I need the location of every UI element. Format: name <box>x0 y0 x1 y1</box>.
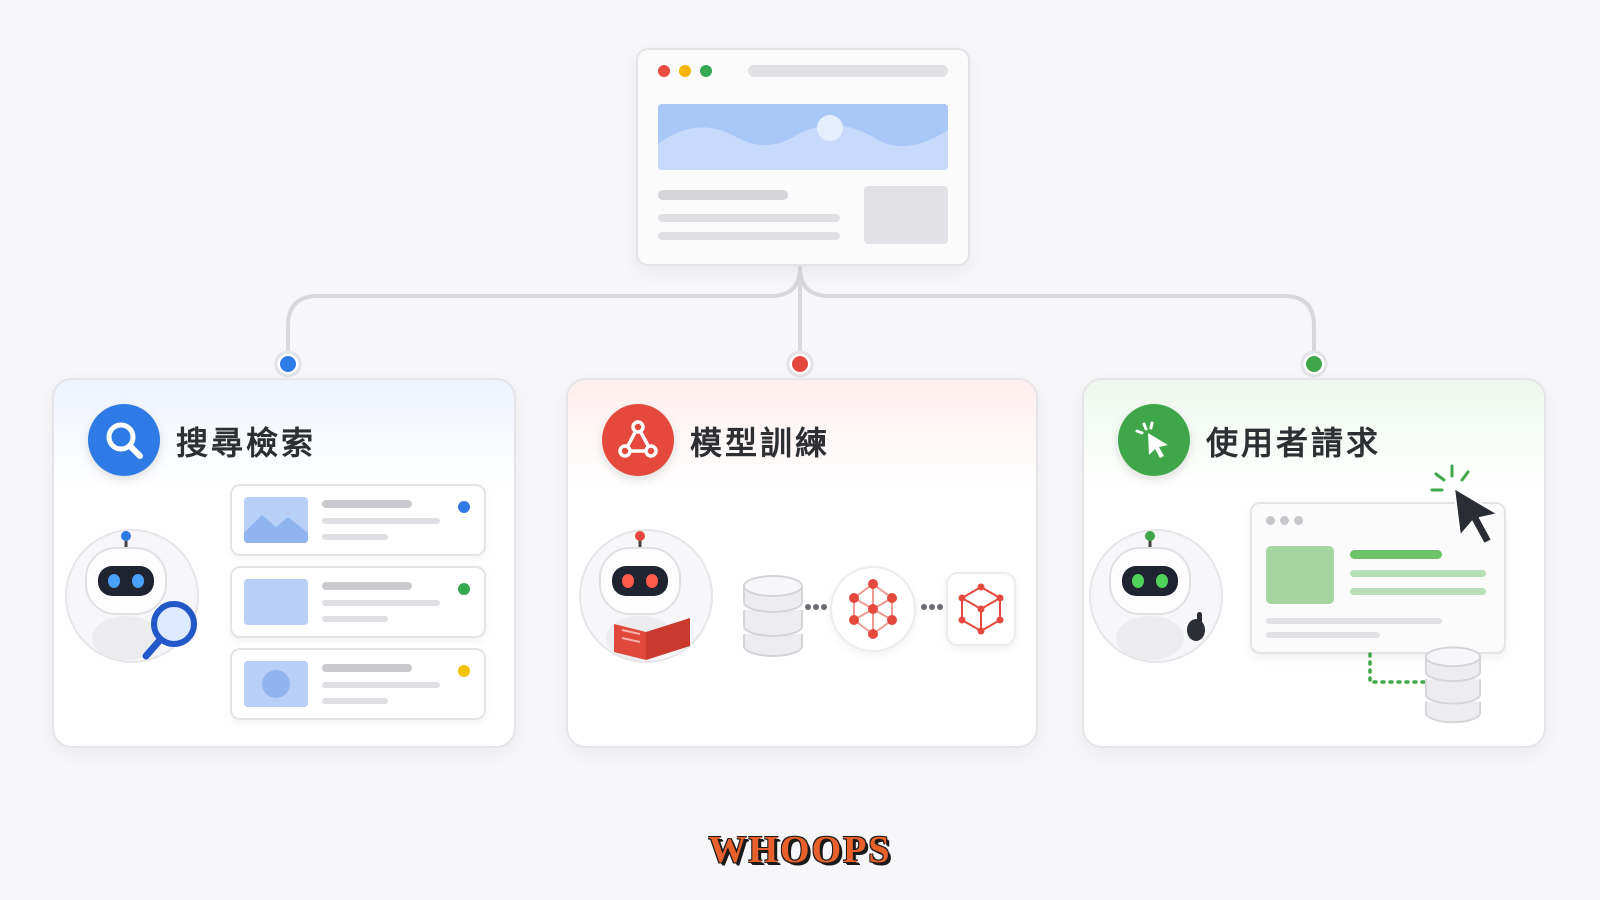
robot-reading-book-icon <box>579 529 713 663</box>
card-title: 搜尋檢索 <box>176 424 317 462</box>
image-thumbnail-icon <box>244 579 308 625</box>
logo-text: WHOOPS <box>708 829 892 871</box>
mouse-cursor-icon <box>1430 464 1501 546</box>
search-result-row <box>230 484 486 556</box>
status-dot <box>458 583 470 595</box>
text-placeholder <box>658 214 840 222</box>
robot-with-magnifier-icon <box>65 529 199 663</box>
network-graph-icon <box>602 404 674 476</box>
window-maximize-dot <box>700 65 712 77</box>
card-user-request: 使用者請求 <box>1082 378 1546 748</box>
card-title: 模型訓練 <box>690 424 831 462</box>
flow-dots <box>805 604 827 610</box>
flow-dots <box>921 604 943 610</box>
connector-right <box>798 266 1316 362</box>
card-model-training: 模型訓練 <box>566 378 1038 748</box>
whoops-logo: WHOOPS <box>708 826 889 874</box>
window-close-dot <box>658 65 670 77</box>
cursor-click-icon <box>1118 404 1190 476</box>
search-icon <box>88 404 160 476</box>
thumbnail-placeholder <box>864 186 948 244</box>
image-thumbnail-icon <box>244 661 308 707</box>
address-bar <box>748 65 948 77</box>
connector-left <box>286 266 802 362</box>
card-search-retrieval: 搜尋檢索 <box>52 378 516 748</box>
status-dot <box>458 501 470 513</box>
model-cube-icon <box>946 572 1016 646</box>
image-thumbnail-icon <box>244 497 308 543</box>
search-result-row <box>230 566 486 638</box>
text-placeholder <box>658 232 840 240</box>
search-result-row <box>230 648 486 720</box>
text-placeholder <box>658 190 788 200</box>
database-icon <box>743 575 803 657</box>
content-block <box>1266 546 1334 604</box>
database-icon <box>1424 646 1482 724</box>
robot-pointing-icon <box>1089 529 1223 663</box>
window-minimize-dot <box>679 65 691 77</box>
status-dot <box>458 665 470 677</box>
card-title: 使用者請求 <box>1206 424 1382 462</box>
neural-network-icon <box>830 566 916 652</box>
dotted-link-icon <box>1368 652 1430 684</box>
hero-image-icon <box>658 104 948 170</box>
source-webpage-window <box>636 48 970 266</box>
